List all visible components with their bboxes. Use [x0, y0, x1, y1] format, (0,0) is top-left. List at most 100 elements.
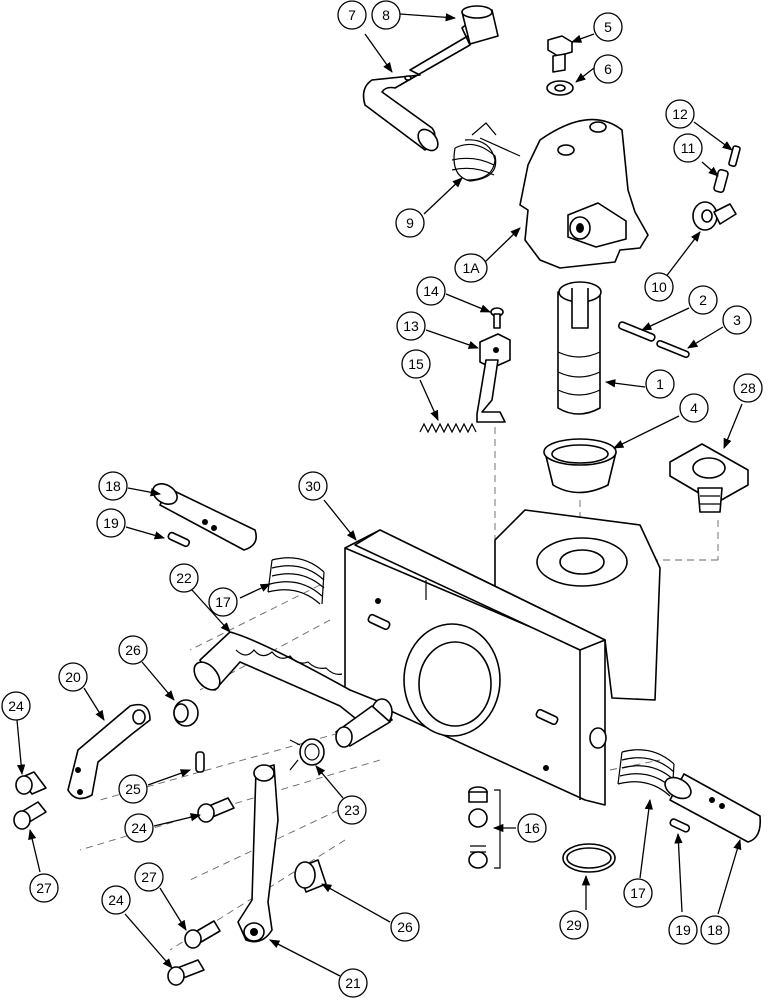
callout-14: 14 [416, 276, 446, 306]
roll-pin-upper-part [167, 531, 191, 548]
callout-18b-label: 18 [707, 922, 723, 938]
callout-27a: 27 [29, 873, 59, 903]
callout-12: 12 [665, 99, 695, 129]
callout-5-label: 5 [604, 19, 612, 35]
callout-7-label: 7 [348, 7, 356, 23]
callout-23: 23 [337, 795, 367, 825]
roll-pins-part [617, 321, 690, 359]
callout-11: 11 [673, 133, 703, 163]
callout-6: 6 [593, 54, 623, 84]
small-pins-part [713, 145, 741, 194]
nut-part [692, 201, 737, 231]
callout-11-label: 11 [681, 140, 696, 156]
callout-12-label: 12 [672, 106, 688, 122]
valve-housing-part [519, 118, 649, 269]
callout-2: 2 [688, 285, 718, 315]
spring-clip-part [289, 738, 325, 771]
screw-part [490, 307, 504, 329]
callout-14-label: 14 [423, 283, 439, 299]
lever-tube-part [362, 23, 479, 152]
callout-20: 20 [58, 662, 88, 692]
callout-26b: 26 [390, 912, 420, 942]
callout-19a-label: 19 [103, 515, 119, 531]
callout-8-label: 8 [382, 7, 390, 23]
callout-24c-label: 24 [108, 892, 124, 908]
callout-17b: 17 [623, 878, 653, 908]
sleeve-upper-part [173, 699, 199, 727]
small-spring-part [419, 422, 477, 434]
callout-26b-label: 26 [397, 919, 413, 935]
callout-10: 10 [644, 272, 674, 302]
spring-upper-part [267, 557, 325, 605]
callout-1a-label: 1A [462, 260, 480, 276]
callout-24b-label: 24 [131, 820, 147, 836]
callout-29-label: 29 [566, 917, 582, 933]
callout-27a-label: 27 [36, 880, 52, 896]
callout-17b-label: 17 [630, 885, 646, 901]
callout-4-label: 4 [690, 400, 698, 416]
callout-21: 21 [338, 968, 368, 998]
pin-upper-part [152, 483, 257, 551]
callout-24b: 24 [124, 813, 154, 843]
washer-part [546, 80, 574, 96]
callout-30-label: 30 [305, 478, 321, 494]
callout-4: 4 [679, 393, 709, 423]
fitting-part [669, 443, 749, 513]
callout-1-label: 1 [656, 376, 664, 392]
torsion-spring-part [451, 122, 521, 182]
callout-16: 16 [517, 813, 547, 843]
callout-30: 30 [298, 471, 328, 501]
callout-13-label: 13 [403, 318, 419, 334]
callout-2-label: 2 [699, 292, 707, 308]
callout-18b: 18 [700, 915, 730, 945]
callout-1a: 1A [454, 253, 488, 283]
arm-part [67, 703, 151, 800]
leader-arrows [16, 13, 743, 977]
callout-26a: 26 [118, 635, 148, 665]
callout-9-label: 9 [406, 215, 414, 231]
snap-ring-part [562, 843, 616, 873]
callout-8: 8 [371, 0, 401, 30]
callout-16-label: 16 [524, 820, 540, 836]
bolt-part [547, 35, 573, 73]
callout-28-label: 28 [740, 380, 756, 396]
callout-25: 25 [118, 774, 148, 804]
callout-20-label: 20 [65, 669, 81, 685]
callout-21-label: 21 [345, 975, 361, 991]
sleeve-lower-part [294, 859, 327, 893]
callout-6-label: 6 [604, 61, 612, 77]
pin-lower-part [664, 773, 762, 843]
callout-29: 29 [559, 910, 589, 940]
handle-lever-part [193, 631, 393, 748]
callout-24c: 24 [101, 885, 131, 915]
callout-19b: 19 [668, 915, 698, 945]
cap-part [461, 5, 499, 45]
pin-bolt-24c-part [167, 959, 205, 986]
callout-3: 3 [722, 305, 752, 335]
callout-1: 1 [645, 369, 675, 399]
lower-link-part [237, 764, 279, 943]
callout-17a: 17 [208, 587, 238, 617]
pin-bolt-24a-part [15, 771, 47, 795]
callout-19a: 19 [96, 508, 126, 538]
callout-28: 28 [733, 373, 763, 403]
spring-lower-part [617, 749, 675, 797]
callout-5: 5 [593, 12, 623, 42]
detent-parts [468, 786, 501, 869]
bushing-part [543, 438, 617, 494]
pin-bolt-24b-part [197, 797, 235, 823]
callout-25-label: 25 [125, 781, 141, 797]
callout-9: 9 [395, 208, 425, 238]
clamp-part [476, 333, 511, 423]
pin-bolt-27b-part [184, 920, 221, 949]
main-body-part [344, 509, 661, 806]
callout-22: 22 [169, 563, 199, 593]
callout-24a: 24 [1, 691, 31, 721]
callout-3-label: 3 [733, 312, 741, 328]
callout-27b: 27 [134, 862, 164, 892]
callout-27b-label: 27 [141, 869, 157, 885]
roll-pin-25-part [195, 751, 205, 773]
callout-17a-label: 17 [215, 594, 231, 610]
callout-23-label: 23 [344, 802, 360, 818]
